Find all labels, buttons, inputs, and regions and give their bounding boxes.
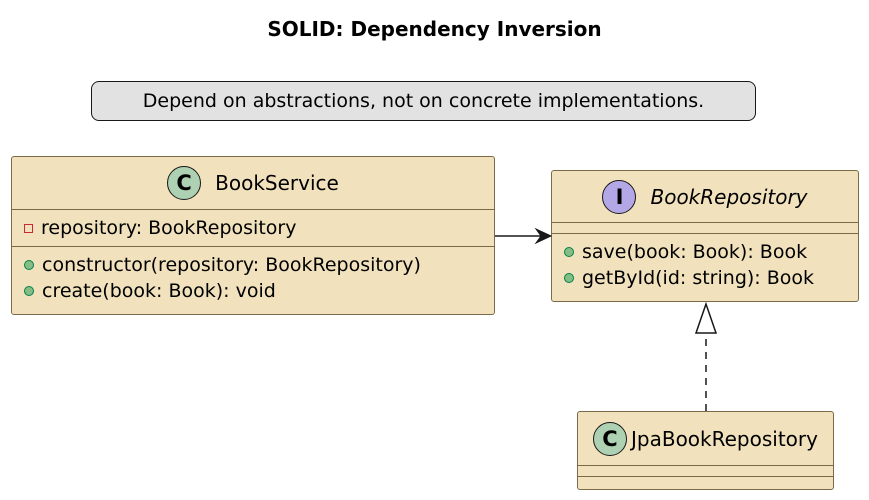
method-text: constructor(repository: BookRepository) xyxy=(42,254,421,276)
private-visibility-icon xyxy=(24,223,33,233)
attribute-text: repository: BookRepository xyxy=(41,217,297,239)
attribute-item: repository: BookRepository xyxy=(24,215,494,241)
class-name: BookService xyxy=(215,171,339,195)
public-visibility-icon xyxy=(564,247,574,257)
method-item: getById(id: string): Book xyxy=(564,265,858,291)
methods-compartment: save(book: Book): Book getById(id: strin… xyxy=(552,234,858,296)
method-item: save(book: Book): Book xyxy=(564,239,858,265)
diagram-title: SOLID: Dependency Inversion xyxy=(267,17,602,41)
interface-stereotype-icon: I xyxy=(602,179,637,214)
method-text: create(book: Book): void xyxy=(42,280,276,302)
class-name: JpaBookRepository xyxy=(631,426,818,451)
method-text: save(book: Book): Book xyxy=(582,241,808,263)
diagram-note: Depend on abstractions, not on concrete … xyxy=(91,81,756,121)
class-stereotype-icon: C xyxy=(593,421,627,456)
method-item: constructor(repository: BookRepository) xyxy=(24,252,494,278)
class-name: BookRepository xyxy=(650,184,808,209)
class-book-service[interactable]: C BookService repository: BookRepository… xyxy=(11,156,495,315)
public-visibility-icon xyxy=(564,273,574,283)
interface-book-repository[interactable]: I BookRepository save(book: Book): Book … xyxy=(551,170,859,302)
public-visibility-icon xyxy=(24,286,34,296)
methods-compartment: constructor(repository: BookRepository) … xyxy=(12,247,494,309)
class-header: C BookService xyxy=(12,157,494,210)
attributes-compartment xyxy=(578,466,833,477)
class-header: I BookRepository xyxy=(552,171,858,223)
method-text: getById(id: string): Book xyxy=(582,267,815,289)
method-item: create(book: Book): void xyxy=(24,278,494,304)
public-visibility-icon xyxy=(24,260,34,270)
attributes-compartment xyxy=(552,223,858,234)
realization-arrow xyxy=(694,301,718,411)
class-jpa-book-repository[interactable]: C JpaBookRepository xyxy=(577,411,834,490)
class-header: C JpaBookRepository xyxy=(578,412,833,466)
class-stereotype-icon: C xyxy=(167,166,202,200)
association-arrow xyxy=(495,227,553,245)
attributes-compartment: repository: BookRepository xyxy=(12,210,494,247)
